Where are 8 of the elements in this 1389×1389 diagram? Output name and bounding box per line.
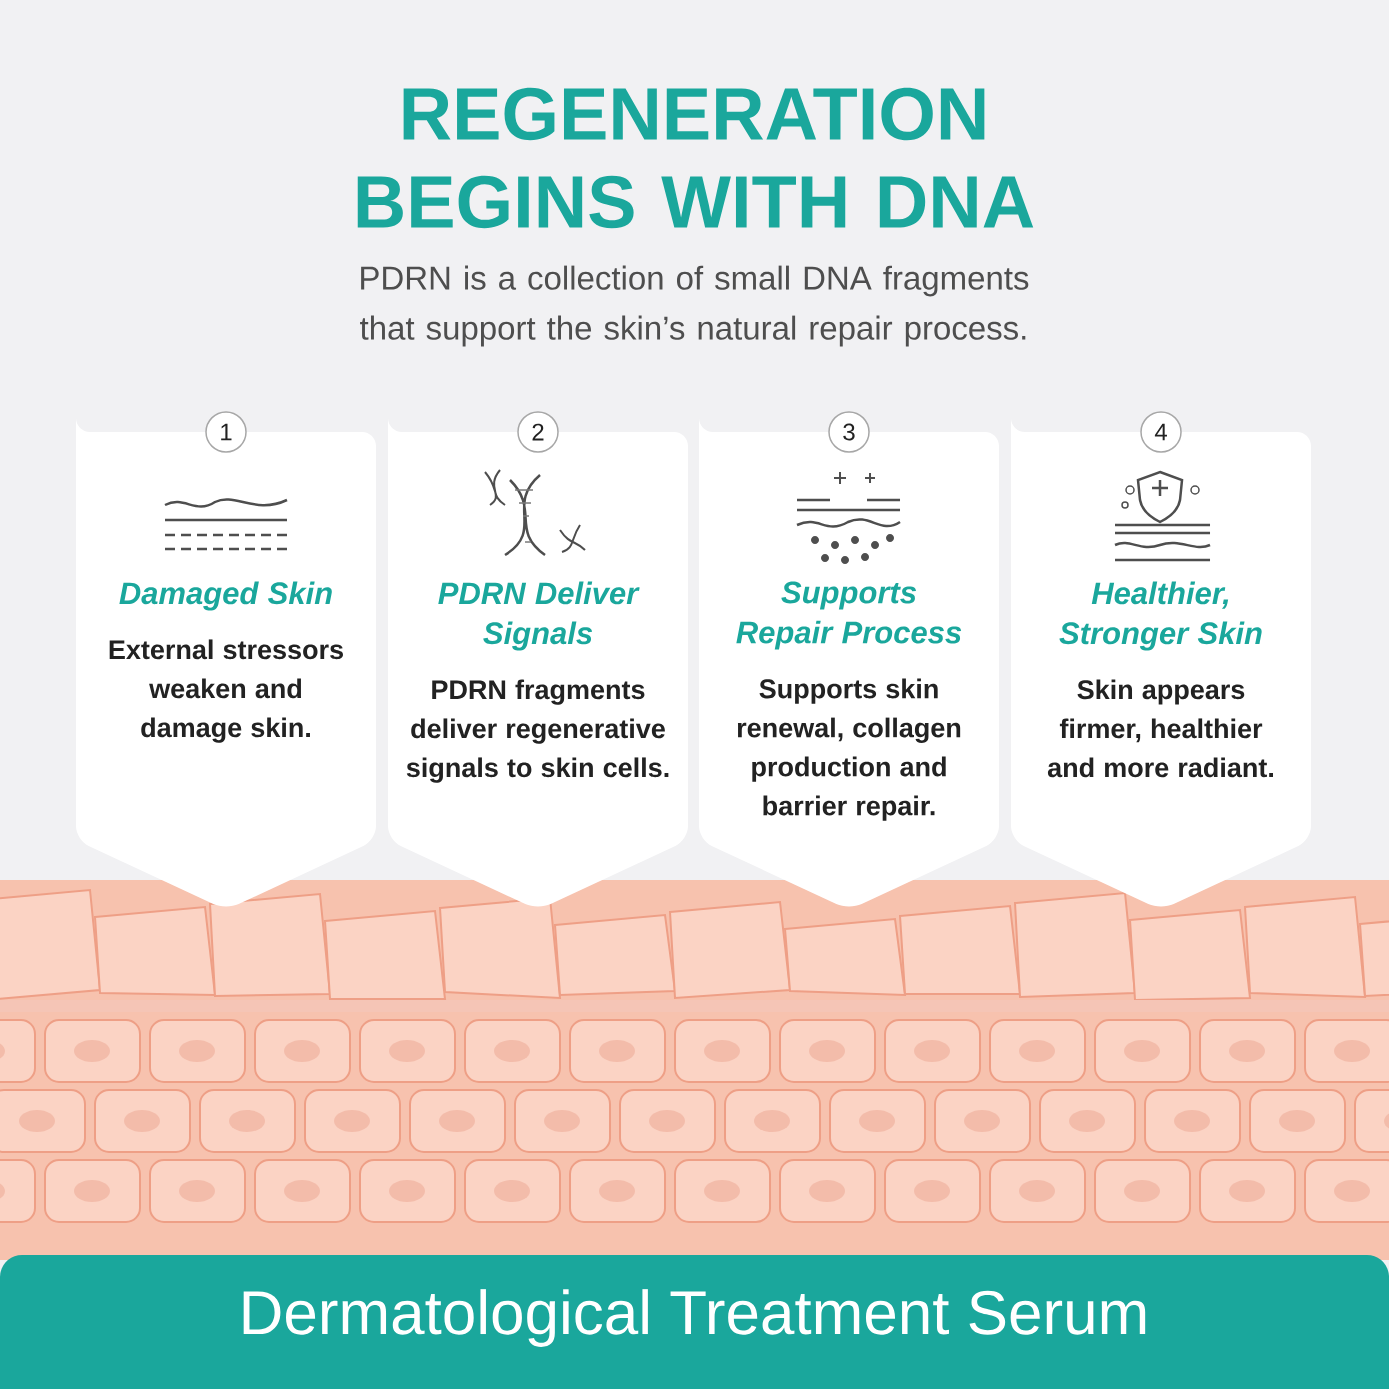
node-label: Dermatological Treatment Serum xyxy=(243,1289,1146,1347)
subtitle: PDRN is a collection of small DNA fragments that support the skin’s natural repair process. xyxy=(360,265,1029,347)
step-number-badge: 1 xyxy=(205,411,247,453)
step-number-badge: 3 xyxy=(828,411,870,453)
step-number-badge: 4 xyxy=(1140,411,1182,453)
banner: Dermatological Treatment Serum xyxy=(0,1255,1389,1389)
title: REGENERATION BEGINS WITH DNA xyxy=(357,87,1034,229)
step-number-badge: 2 xyxy=(517,411,559,453)
